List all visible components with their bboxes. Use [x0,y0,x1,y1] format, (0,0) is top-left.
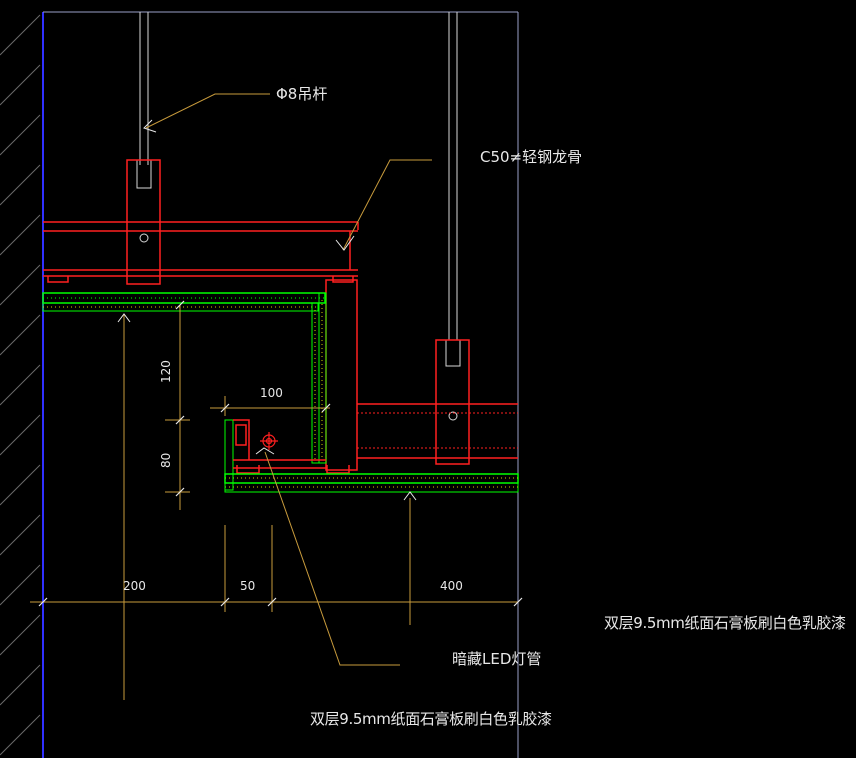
label-gypsum-board-bottom: 双层9.5mm纸面石膏板刷白色乳胶漆 [310,710,552,728]
dimension-ticks [38,300,523,607]
hanger-right [435,339,470,465]
leader-ticks [117,119,417,501]
gypsum-board-lower [224,419,519,493]
dim-80: 80 [159,453,173,468]
dim-50: 50 [240,579,255,593]
light-slot-frame [233,419,326,469]
leader-lines [123,93,432,700]
vertical-stud [325,279,358,471]
label-hanging-rod: Φ8吊杆 [276,85,327,103]
dim-200: 200 [123,579,146,593]
dim-100: 100 [260,386,283,400]
lower-keel [357,403,518,459]
main-keel [43,221,359,277]
label-led-tube: 暗藏LED灯管 [452,650,541,668]
label-gypsum-board-right: 双层9.5mm纸面石膏板刷白色乳胶漆 [604,614,846,632]
dim-120: 120 [159,360,173,383]
gypsum-board-upper [42,292,327,464]
dimension-lines [30,305,518,612]
hanging-rods [139,12,458,340]
led-fixture [260,432,278,450]
label-light-steel-keel: C50≠轻钢龙骨 [480,148,582,166]
dim-400: 400 [440,579,463,593]
keel-clips [47,276,354,474]
wall-hatch [0,14,41,756]
